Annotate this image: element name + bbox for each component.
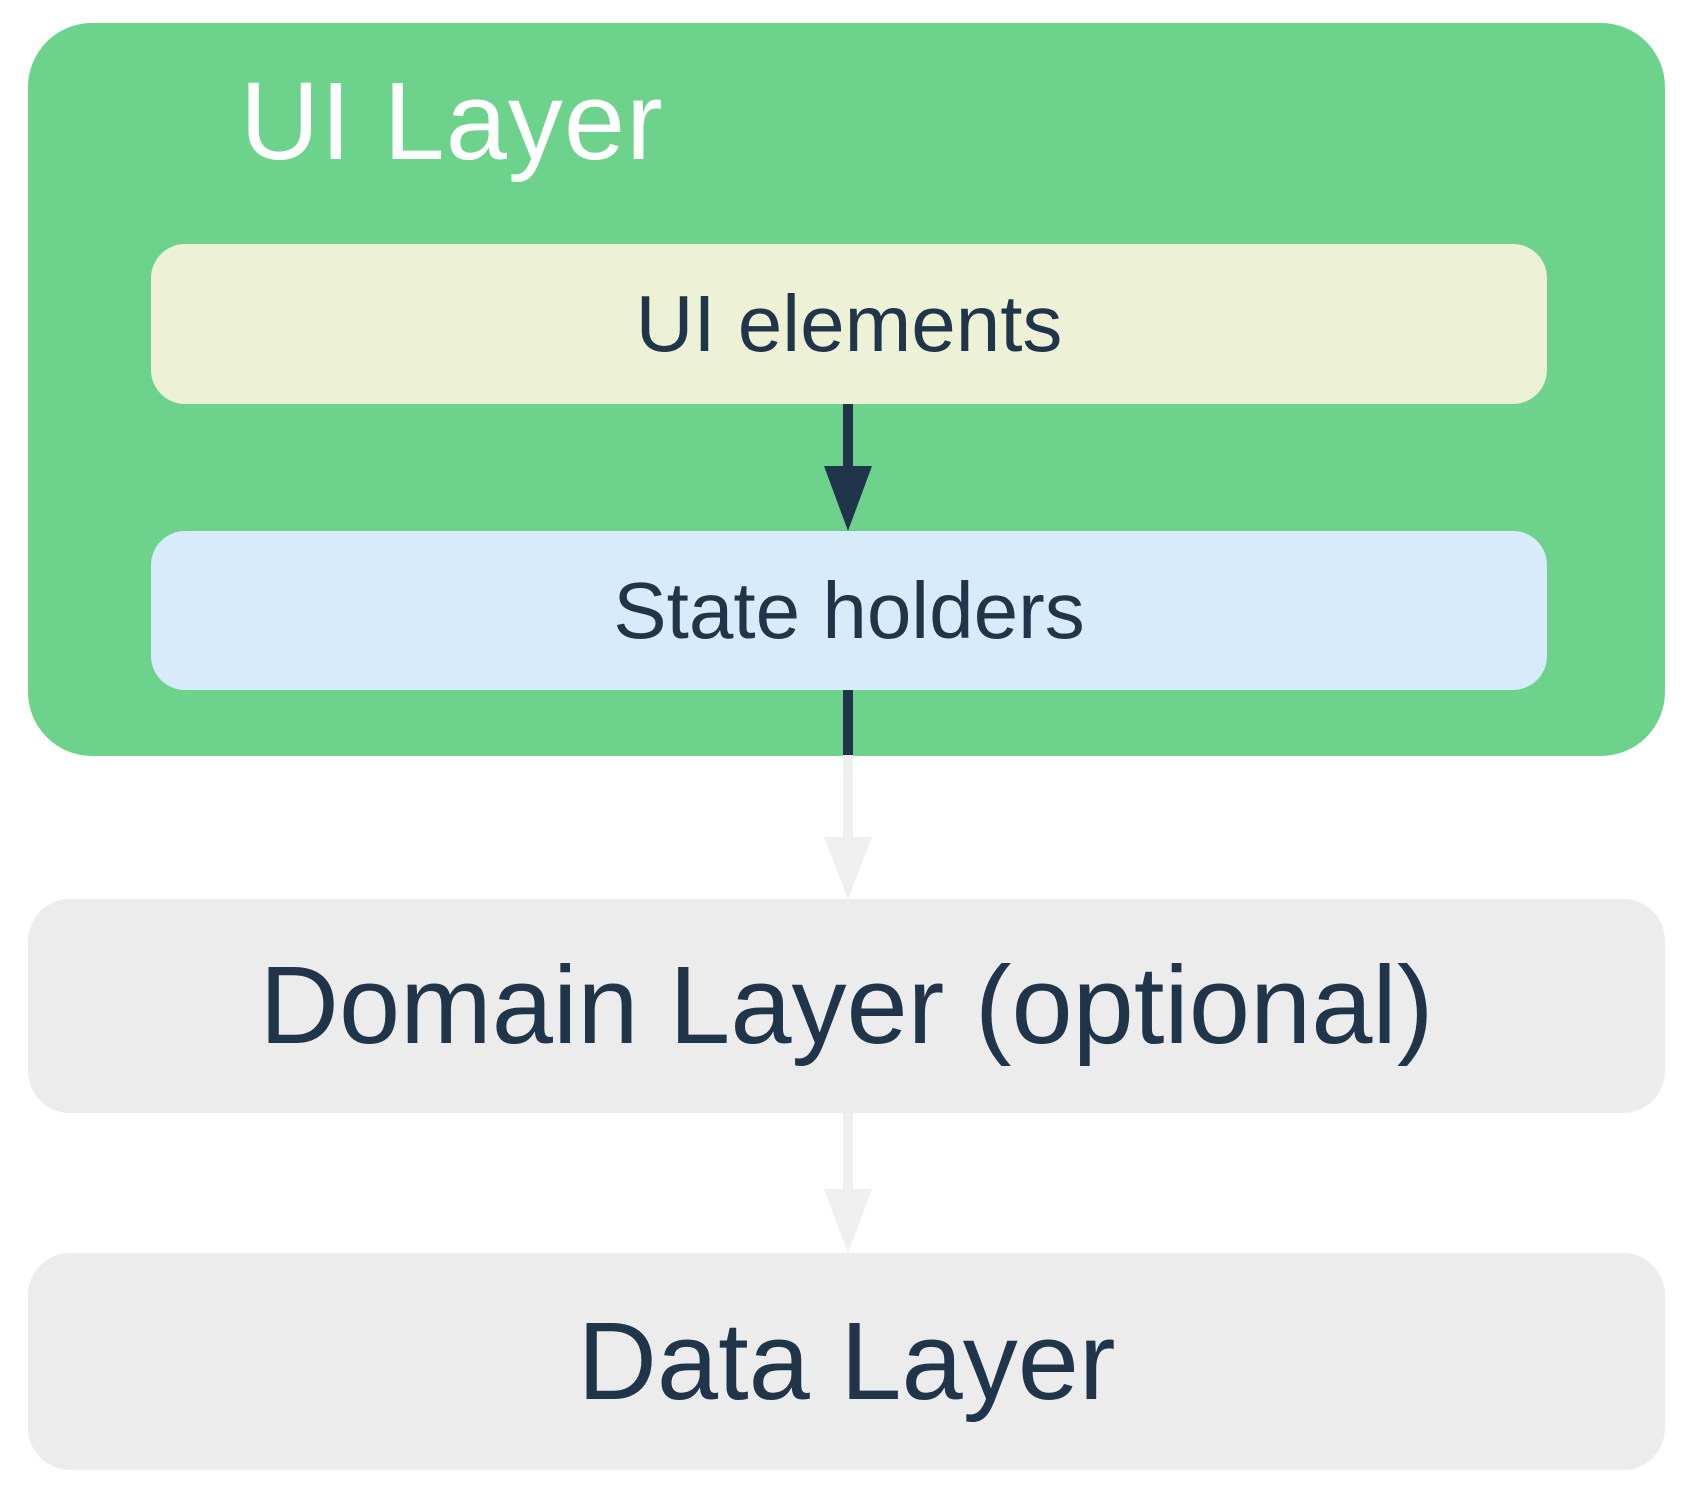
arrow-stem [843,1113,853,1191]
state-holders-box: State holders [151,531,1547,690]
domain-layer-label: Domain Layer (optional) [259,944,1434,1067]
ui-layer-title: UI Layer [240,60,664,183]
arrow-stem-dark-segment [843,690,853,757]
ui-elements-label: UI elements [635,279,1063,368]
state-holders-label: State holders [613,565,1085,655]
domain-layer-box: Domain Layer (optional) [28,899,1665,1113]
arrow-down-icon [824,837,872,899]
arrow-down-icon [824,1189,872,1253]
data-layer-label: Data Layer [577,1299,1116,1423]
data-layer-box: Data Layer [28,1253,1665,1470]
ui-elements-box: UI elements [151,244,1547,404]
arrow-stem-gray-segment [843,755,853,839]
arrow-stem [843,404,853,468]
